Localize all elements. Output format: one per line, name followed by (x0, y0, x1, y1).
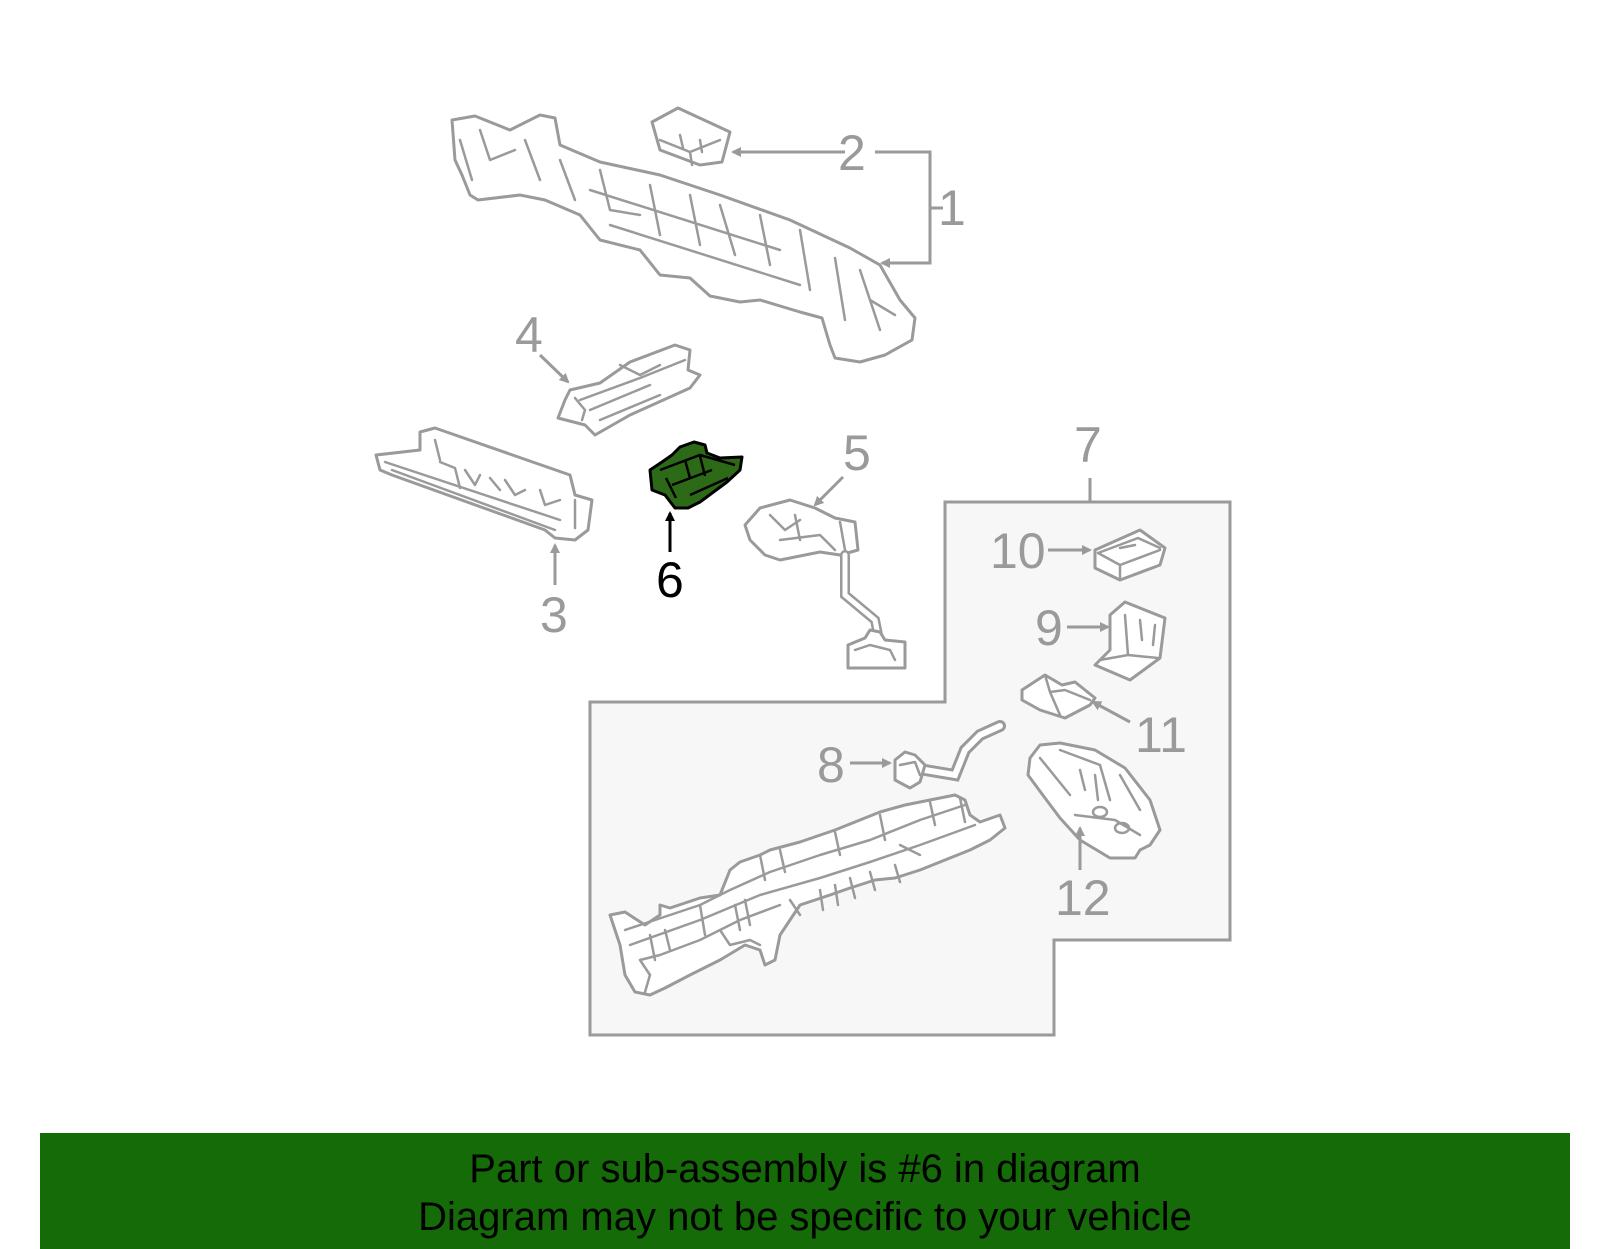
callout-11: 11 (1135, 707, 1187, 763)
callout-2: 2 (838, 125, 866, 181)
part-6-bracket-highlighted[interactable] (648, 440, 744, 510)
info-banner: Part or sub-assembly is #6 in diagram Di… (40, 1133, 1570, 1249)
part-1-cross-member[interactable] (450, 113, 917, 364)
part-4-channel[interactable] (556, 343, 702, 437)
callout-3: 3 (540, 587, 568, 643)
part-9-bracket[interactable] (1093, 600, 1167, 682)
banner-line-2: Diagram may not be specific to your vehi… (418, 1195, 1192, 1239)
callout-6: 6 (656, 552, 684, 608)
callout-7: 7 (1074, 417, 1102, 473)
callout-10: 10 (990, 523, 1046, 579)
callout-8: 8 (817, 737, 845, 793)
part-8-harness[interactable] (893, 720, 1006, 790)
callout-5: 5 (843, 425, 871, 481)
part-5-bracket-cable[interactable] (743, 498, 907, 670)
callout-1: 1 (938, 180, 966, 236)
part-10-bracket[interactable] (1093, 528, 1167, 582)
part-7-frame-rail[interactable] (608, 793, 1007, 997)
callout-9: 9 (1035, 600, 1063, 656)
banner-line-1: Part or sub-assembly is #6 in diagram (469, 1147, 1141, 1191)
part-12-bracket[interactable] (1026, 741, 1162, 860)
callout-12: 12 (1055, 870, 1111, 926)
part-3-channel[interactable] (374, 426, 594, 542)
callout-4: 4 (515, 307, 543, 363)
part-2-bracket[interactable] (650, 106, 732, 167)
leader-lines (538, 147, 1131, 870)
